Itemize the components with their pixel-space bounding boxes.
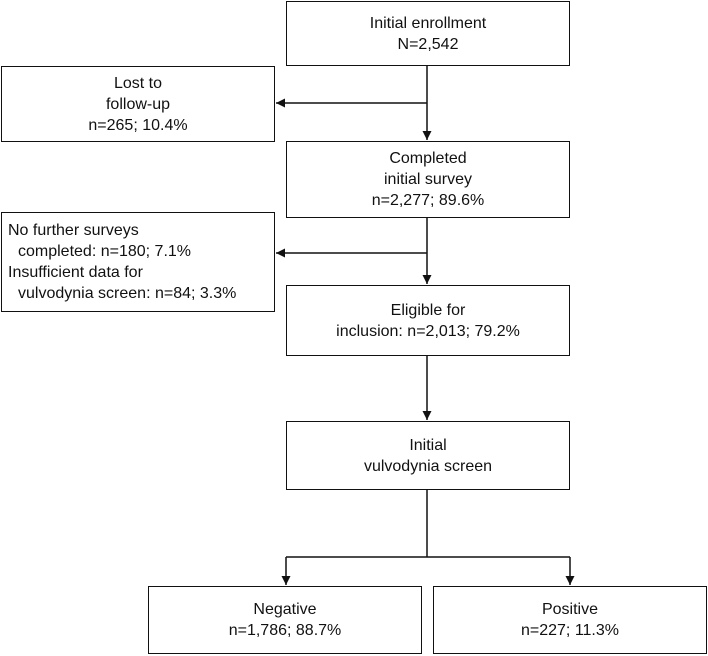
- node-completed-line-2: initial survey: [383, 171, 473, 188]
- node-initial-vulvodynia-screen: Initial vulvodynia screen: [286, 421, 570, 490]
- node-lost-line-3: n=265; 10.4%: [88, 116, 188, 134]
- node-excluded-line-3: Insufficient data for: [8, 264, 143, 281]
- node-negative: Negative n=1,786; 88.7%: [148, 586, 422, 654]
- node-completed-line-1: Completed: [389, 150, 467, 167]
- node-positive-line-1: Positive: [541, 601, 599, 618]
- node-excluded-line-2: completed: n=180; 7.1%: [18, 243, 192, 260]
- node-screen-line-2: vulvodynia screen: [363, 457, 493, 475]
- node-screen-line-1: Initial: [409, 436, 447, 454]
- node-negative-line-2: n=1,786; 88.7%: [228, 622, 342, 639]
- node-completed-line-3: n=2,277; 89.6%: [371, 192, 485, 209]
- node-excluded-line-4: vulvodynia screen: n=84; 3.3%: [18, 285, 237, 302]
- node-negative-line-1: Negative: [253, 601, 317, 618]
- node-eligible-line-1: Eligible for: [390, 301, 466, 319]
- node-lost-line-1: Lost to: [113, 74, 163, 92]
- node-lost-to-follow-up: Lost to follow-up n=265; 10.4%: [1, 66, 275, 142]
- node-initial-enrollment: Initial enrollment N=2,542: [286, 1, 570, 66]
- node-positive-line-2: n=227; 11.3%: [520, 622, 619, 639]
- node-eligible-for-inclusion: Eligible for inclusion: n=2,013; 79.2%: [286, 285, 570, 356]
- node-positive: Positive n=227; 11.3%: [433, 586, 707, 654]
- node-excluded: No further surveys completed: n=180; 7.1…: [1, 212, 275, 312]
- node-completed-initial-survey: Completed initial survey n=2,277; 89.6%: [286, 141, 570, 218]
- node-excluded-line-1: No further surveys: [8, 222, 139, 239]
- node-initial-enrollment-line-1: Initial enrollment: [369, 14, 487, 32]
- node-initial-enrollment-line-2: N=2,542: [397, 35, 459, 53]
- node-lost-line-2: follow-up: [105, 95, 171, 113]
- node-eligible-line-2: inclusion: n=2,013; 79.2%: [336, 322, 520, 340]
